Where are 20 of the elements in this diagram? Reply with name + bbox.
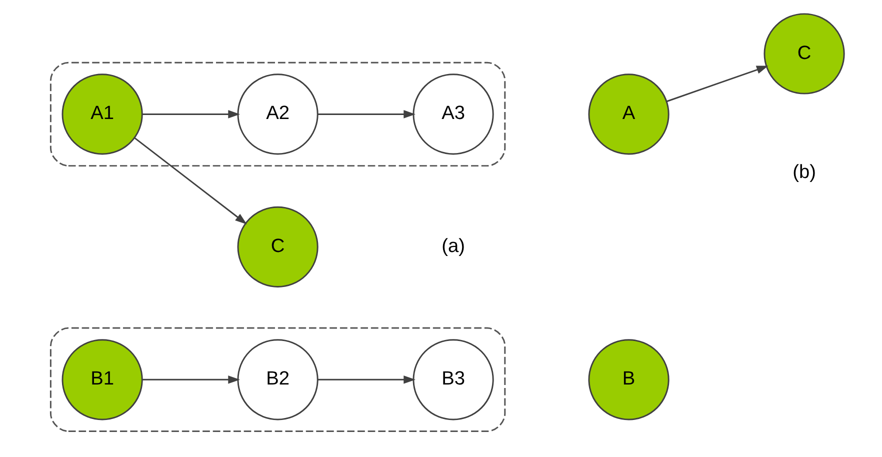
label: (a) bbox=[441, 236, 465, 257]
node-circle: A bbox=[588, 74, 669, 155]
cluster bbox=[49, 62, 506, 167]
arrow bbox=[134, 137, 246, 224]
cluster bbox=[49, 327, 506, 432]
label: (b) bbox=[792, 162, 816, 184]
arrow bbox=[142, 110, 240, 118]
node-circle: B1 bbox=[61, 339, 142, 420]
node-circle: A3 bbox=[412, 74, 494, 155]
node-circle: C bbox=[236, 206, 318, 288]
arrow bbox=[142, 376, 240, 384]
arrow bbox=[318, 110, 415, 118]
node-circle: A2 bbox=[236, 74, 318, 155]
node-circle: B3 bbox=[412, 339, 494, 420]
node-circle: B bbox=[588, 339, 669, 420]
arrow bbox=[666, 66, 768, 102]
node-circle: B2 bbox=[236, 339, 318, 420]
node-circle: A1 bbox=[61, 74, 142, 155]
arrow bbox=[318, 376, 415, 384]
node-circle: C bbox=[763, 13, 844, 94]
